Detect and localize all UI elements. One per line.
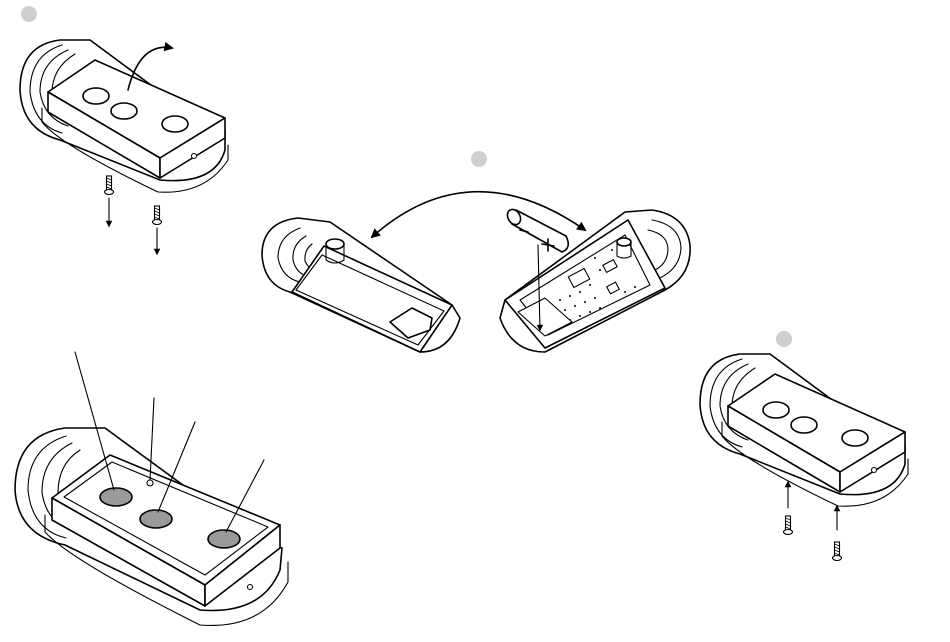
remote-unit-right: [700, 354, 908, 506]
step-marker-3: [776, 331, 792, 347]
screw-icon: [784, 516, 793, 535]
step-marker-2: [471, 151, 487, 167]
button-2: [140, 510, 172, 528]
screw-icon: [833, 542, 842, 561]
button-3: [208, 530, 240, 548]
screw-icon: [105, 176, 114, 195]
indicator-led: [147, 480, 153, 486]
remote-unit-top-left: [20, 40, 228, 192]
button-1: [100, 488, 132, 506]
step-marker-1: [21, 6, 37, 22]
housing-bottom-half: [262, 218, 460, 352]
screw-icon: [153, 206, 162, 225]
